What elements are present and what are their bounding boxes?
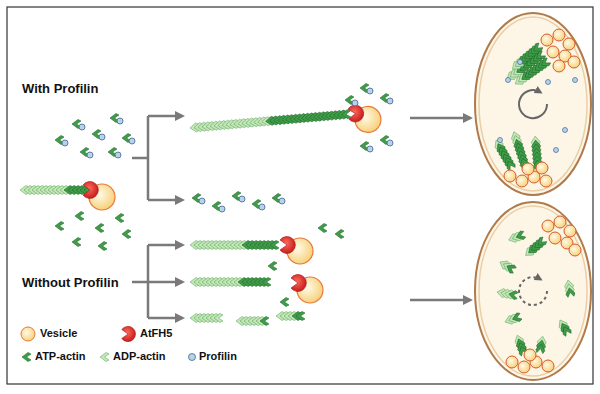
actin-fragments: [190, 312, 305, 326]
frame: [7, 7, 593, 384]
legend-label: ATP-actin: [35, 350, 86, 363]
cell: [475, 202, 591, 380]
actin-filament: [189, 103, 382, 148]
profilin-actin: [55, 114, 135, 159]
condition-label: Without Profilin: [22, 276, 119, 291]
legend-label: AtFH5: [140, 327, 172, 340]
cell: [475, 13, 591, 195]
legend-label: ADP-actin: [113, 350, 166, 363]
actin-filament: [20, 186, 93, 195]
actin-filament: [190, 278, 271, 287]
legend-label: Vesicle: [40, 327, 77, 340]
actin-filament: [190, 237, 313, 265]
profilin-actin: [192, 84, 393, 213]
free-actin: [268, 224, 344, 307]
branch-arrows: [132, 116, 470, 318]
formin: [83, 182, 98, 199]
legend-label: Profilin: [199, 350, 237, 363]
free-actin: [55, 212, 131, 251]
condition-label: With Profilin: [22, 82, 98, 97]
formin: [291, 275, 306, 292]
